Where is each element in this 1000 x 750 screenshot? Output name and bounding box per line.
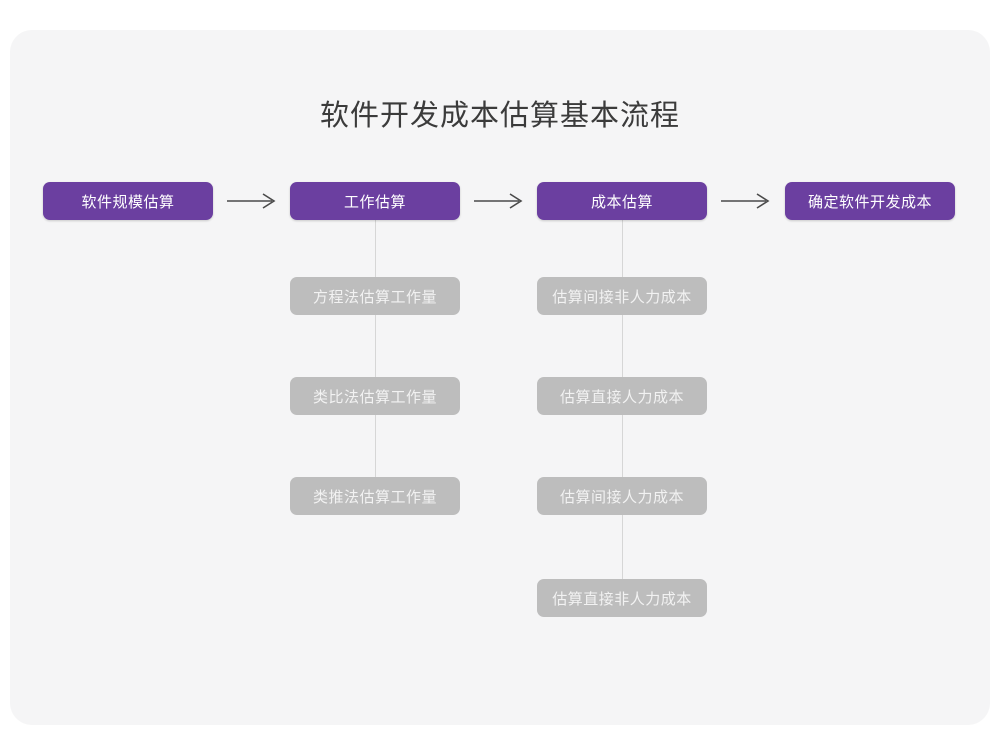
flow-node-label: 类比法估算工作量 — [312, 388, 437, 406]
connector-cost-2 — [622, 310, 623, 400]
flow-node-label: 软件规模估算 — [81, 193, 175, 211]
flow-node-label: 估算间接人力成本 — [559, 488, 684, 506]
arrow-right-icon-3 — [718, 182, 774, 220]
arrow-right-icon-2 — [471, 182, 527, 220]
flow-node-cost-indirect-nonlabor[interactable]: 估算间接非人力成本 — [537, 277, 707, 315]
flow-node-label: 类推法估算工作量 — [312, 488, 437, 506]
flow-node-label: 成本估算 — [590, 193, 653, 211]
arrow-right-icon-1 — [224, 182, 280, 220]
diagram-card — [10, 30, 990, 725]
flow-node-cost-indirect-labor[interactable]: 估算间接人力成本 — [537, 477, 707, 515]
connector-effort-2 — [375, 310, 376, 400]
flow-node-label: 确定软件开发成本 — [807, 193, 932, 211]
flow-node-cost-direct-nonlabor[interactable]: 估算直接非人力成本 — [537, 579, 707, 617]
flow-node-effort-equation-method[interactable]: 方程法估算工作量 — [290, 277, 460, 315]
flow-node-label: 估算直接非人力成本 — [552, 590, 692, 608]
flow-node-label: 方程法估算工作量 — [312, 288, 437, 306]
flow-node-determine-development-cost[interactable]: 确定软件开发成本 — [785, 182, 955, 220]
flow-node-effort-analogy-method[interactable]: 类比法估算工作量 — [290, 377, 460, 415]
flow-node-effort-inference-method[interactable]: 类推法估算工作量 — [290, 477, 460, 515]
connector-effort-1 — [375, 210, 376, 300]
connector-effort-3 — [375, 410, 376, 500]
flow-node-label: 工作估算 — [343, 193, 406, 211]
connector-cost-1 — [622, 210, 623, 300]
flow-node-cost-estimation[interactable]: 成本估算 — [537, 182, 707, 220]
page-title: 软件开发成本估算基本流程 — [319, 100, 680, 132]
flow-node-label: 估算间接非人力成本 — [552, 288, 692, 306]
flow-node-label: 估算直接人力成本 — [559, 388, 684, 406]
connector-cost-4 — [622, 510, 623, 602]
flow-node-software-size-estimation[interactable]: 软件规模估算 — [43, 182, 213, 220]
flow-node-cost-direct-labor[interactable]: 估算直接人力成本 — [537, 377, 707, 415]
connector-cost-3 — [622, 410, 623, 500]
flow-node-effort-estimation[interactable]: 工作估算 — [290, 182, 460, 220]
